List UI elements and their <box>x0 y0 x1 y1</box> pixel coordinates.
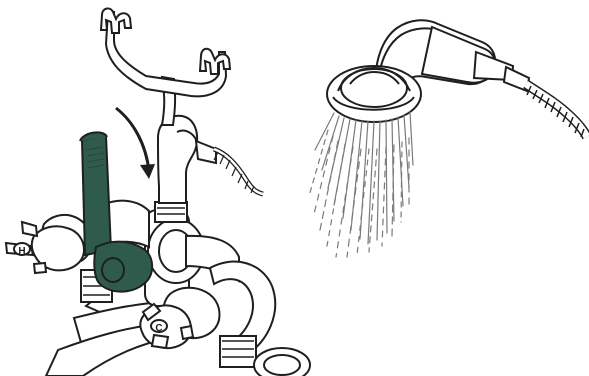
spray-line <box>386 120 387 233</box>
spray-line <box>315 113 334 150</box>
left-handle-arm-top <box>22 222 37 236</box>
spray-lines-icon <box>309 112 413 257</box>
right-handle-arm-bottom <box>152 335 168 348</box>
left-valve-label: H <box>18 246 25 257</box>
upper-nut <box>155 202 187 222</box>
hose-stub-rings <box>214 152 254 193</box>
spray-line <box>377 121 380 240</box>
wall-flange-inner <box>264 355 300 375</box>
spray-line <box>398 117 403 206</box>
shower-head-assembly <box>327 20 587 137</box>
shower-hose-rings <box>527 86 584 137</box>
arrow-shaft <box>116 108 149 171</box>
spray-line <box>382 147 386 246</box>
spray-line <box>401 142 402 222</box>
lever-hub-face <box>102 258 124 282</box>
right-handle-arm-right <box>181 326 193 339</box>
hose-connector <box>196 141 216 163</box>
right-valve-label: C <box>155 323 162 334</box>
riser-valve <box>158 116 197 203</box>
spray-line <box>410 112 413 165</box>
spray-line <box>404 115 409 188</box>
left-upper-pipe <box>105 201 149 247</box>
left-hook <box>101 8 131 33</box>
left-handle-arm-bottom <box>34 263 46 273</box>
curved-arrow-down-icon <box>116 108 155 179</box>
left-cross-handle: H <box>6 215 93 273</box>
arrow-head <box>140 164 155 179</box>
spray-line <box>336 147 353 257</box>
hose-stub-outline <box>214 149 263 194</box>
spray-line <box>309 130 328 196</box>
spray-line <box>360 121 368 239</box>
